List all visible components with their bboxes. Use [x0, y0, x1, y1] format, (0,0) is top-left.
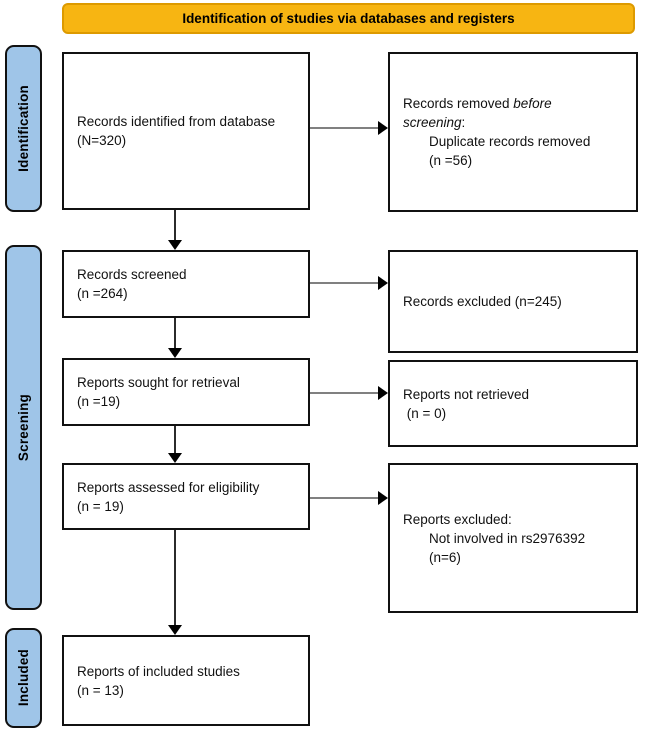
- box-reports-sought: Reports sought for retrieval (n =19): [62, 358, 310, 426]
- box-text-line: Reports excluded:: [403, 511, 512, 527]
- box-text-line: (n=6): [429, 549, 461, 565]
- box-reports-not-retrieved: Reports not retrieved (n = 0): [388, 360, 638, 447]
- stage-label-text: Identification: [16, 85, 31, 172]
- banner-label: Identification of studies via databases …: [182, 11, 515, 26]
- box-text-line: Duplicate records removed: [429, 134, 591, 149]
- box-reports-included: Reports of included studies (n = 13): [62, 635, 310, 726]
- stage-label-text: Screening: [16, 393, 31, 462]
- stage-label-identification: Identification: [5, 45, 42, 212]
- box-records-excluded: Records excluded (n=245): [388, 250, 638, 353]
- arrow-right-assessed-to-excluded: [310, 491, 388, 505]
- box-reports-assessed: Reports assessed for eligibility (n = 19…: [62, 463, 310, 530]
- arrow-right-identified-to-removed: [310, 121, 388, 135]
- box-text-line: (n =264): [77, 286, 128, 301]
- box-text-line: Records removed before: [403, 96, 552, 111]
- box-reports-excluded: Reports excluded: Not involved in rs2976…: [388, 463, 638, 613]
- stage-label-included: Included: [5, 628, 42, 728]
- arrow-down-assessed-to-included: [168, 530, 182, 635]
- box-text-line: (n =56): [429, 153, 473, 168]
- box-text-line: (N=320): [77, 133, 127, 148]
- box-text-line: (n = 0): [403, 405, 447, 421]
- box-text-line: Reports of included studies: [77, 663, 240, 679]
- box-text-line: Records excluded (n=245): [403, 294, 562, 309]
- arrow-down-identified-to-screened: [168, 210, 182, 250]
- arrow-down-screened-to-sought: [168, 318, 182, 358]
- box-records-removed-before-screening: Records removed before screening: Duplic…: [388, 52, 638, 212]
- box-text-line: Reports not retrieved: [403, 386, 530, 402]
- box-text-line: Not involved in rs2976392: [429, 530, 586, 546]
- stage-label-screening: Screening: [5, 245, 42, 610]
- arrow-right-screened-to-excluded: [310, 276, 388, 290]
- arrow-right-sought-to-not-retrieved: [310, 386, 388, 400]
- box-records-identified: Records identified from database (N=320): [62, 52, 310, 210]
- box-text-line: Records identified from database: [77, 114, 276, 129]
- box-text-line: Reports sought for retrieval: [77, 375, 240, 390]
- box-text-line: Reports assessed for eligibility: [77, 479, 260, 495]
- box-text-line: (n =19): [77, 394, 121, 409]
- box-text-line: screening:: [403, 115, 466, 130]
- box-text-line: (n = 19): [77, 498, 124, 514]
- stage-label-text: Included: [16, 649, 31, 707]
- banner-identification-via-databases: Identification of studies via databases …: [62, 3, 635, 34]
- box-text-line: (n = 13): [77, 682, 124, 698]
- box-records-screened: Records screened (n =264): [62, 250, 310, 318]
- box-text-line: Records screened: [77, 267, 187, 282]
- arrow-down-sought-to-assessed: [168, 426, 182, 463]
